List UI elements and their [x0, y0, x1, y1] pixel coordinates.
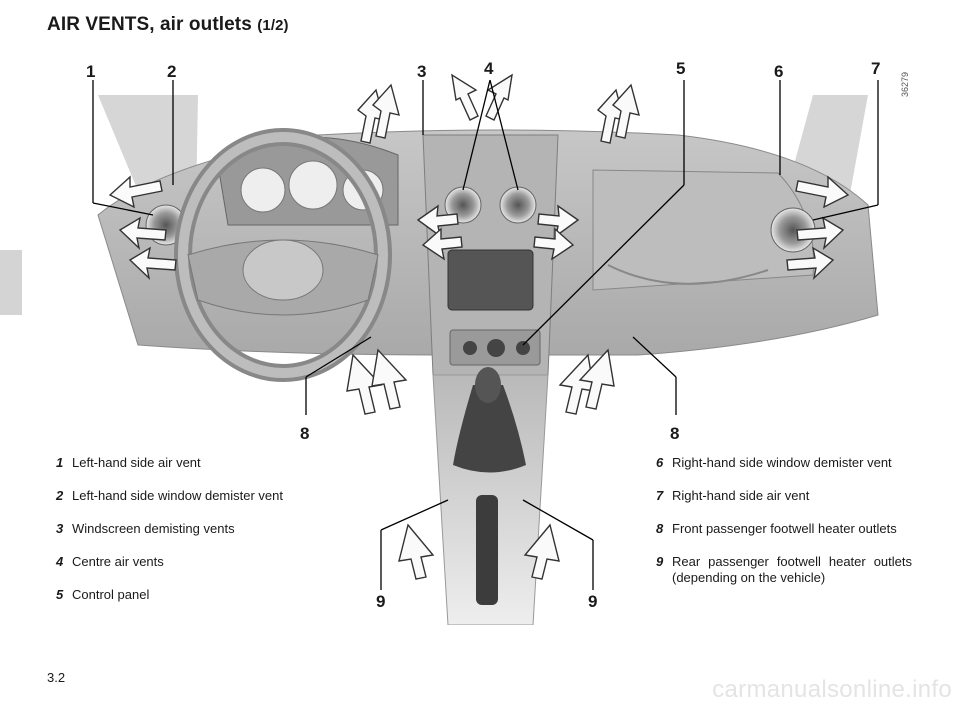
callout-8-right: 8	[670, 424, 680, 443]
legend-left: 1 Left-hand side air vent 2 Left-hand side…	[56, 455, 312, 620]
legend-key: 3	[56, 521, 64, 536]
legend-key: 1	[56, 455, 64, 470]
callout-5: 5	[676, 59, 686, 78]
legend-text: Right-hand side window demister vent	[672, 455, 892, 470]
callout-9-right: 9	[588, 592, 598, 611]
legend-key: 8	[656, 521, 664, 536]
legend-text: Left-hand side window demister vent	[72, 488, 284, 503]
legend-item: 4 Centre air vents	[56, 554, 312, 570]
callout-2: 2	[167, 62, 177, 81]
page-title: AIR VENTS, air outlets (1/2)	[47, 14, 289, 36]
callout-8-left: 8	[300, 424, 310, 443]
legend-text: Front passenger footwell heater outlets	[672, 521, 897, 536]
legend-item: 7 Right-hand side air vent	[656, 488, 912, 504]
dashboard-illustration: 1 2 3 4 5 6 7 8 8 9 9 36279	[78, 55, 918, 625]
legend-text: Centre air vents	[72, 554, 164, 569]
legend-text: Left-hand side air vent	[72, 455, 201, 470]
page-number: 3.2	[47, 670, 66, 685]
legend-item: 6 Right-hand side window demister vent	[656, 455, 912, 471]
chapter-tab	[0, 250, 22, 315]
callout-6: 6	[774, 62, 784, 81]
legend-text: Rear passenger footwell heater outlets (…	[672, 554, 912, 585]
callout-4: 4	[484, 59, 494, 78]
legend-text: Right-hand side air vent	[672, 488, 810, 503]
legend-item: 5 Control panel	[56, 587, 312, 603]
callout-9-left: 9	[376, 592, 386, 611]
callout-3: 3	[417, 62, 427, 81]
legend-item: 3 Windscreen demisting vents	[56, 521, 312, 537]
legend-key: 6	[656, 455, 664, 470]
figure-reference: 36279	[900, 71, 910, 97]
legend-key: 4	[56, 554, 64, 569]
callout-1: 1	[86, 62, 96, 81]
legend-key: 5	[56, 587, 64, 602]
legend-item: 1 Left-hand side air vent	[56, 455, 312, 471]
watermark: carmanualsonline.info	[712, 676, 952, 703]
legend-key: 7	[656, 488, 664, 503]
title-main: AIR VENTS, air outlets	[47, 14, 252, 35]
callout-7: 7	[871, 59, 881, 78]
legend-text: Windscreen demisting vents	[72, 521, 235, 536]
legend-item: 8 Front passenger footwell heater outlets	[656, 521, 912, 537]
dashboard-drawing	[92, 73, 879, 625]
legend-text: Control panel	[72, 587, 150, 602]
legend-key: 9	[656, 554, 664, 569]
legend-item: 2 Left-hand side window demister vent	[56, 488, 312, 504]
legend-item: 9 Rear passenger footwell heater outlets …	[656, 554, 912, 586]
legend-key: 2	[56, 488, 64, 503]
title-sub: (1/2)	[257, 17, 289, 34]
